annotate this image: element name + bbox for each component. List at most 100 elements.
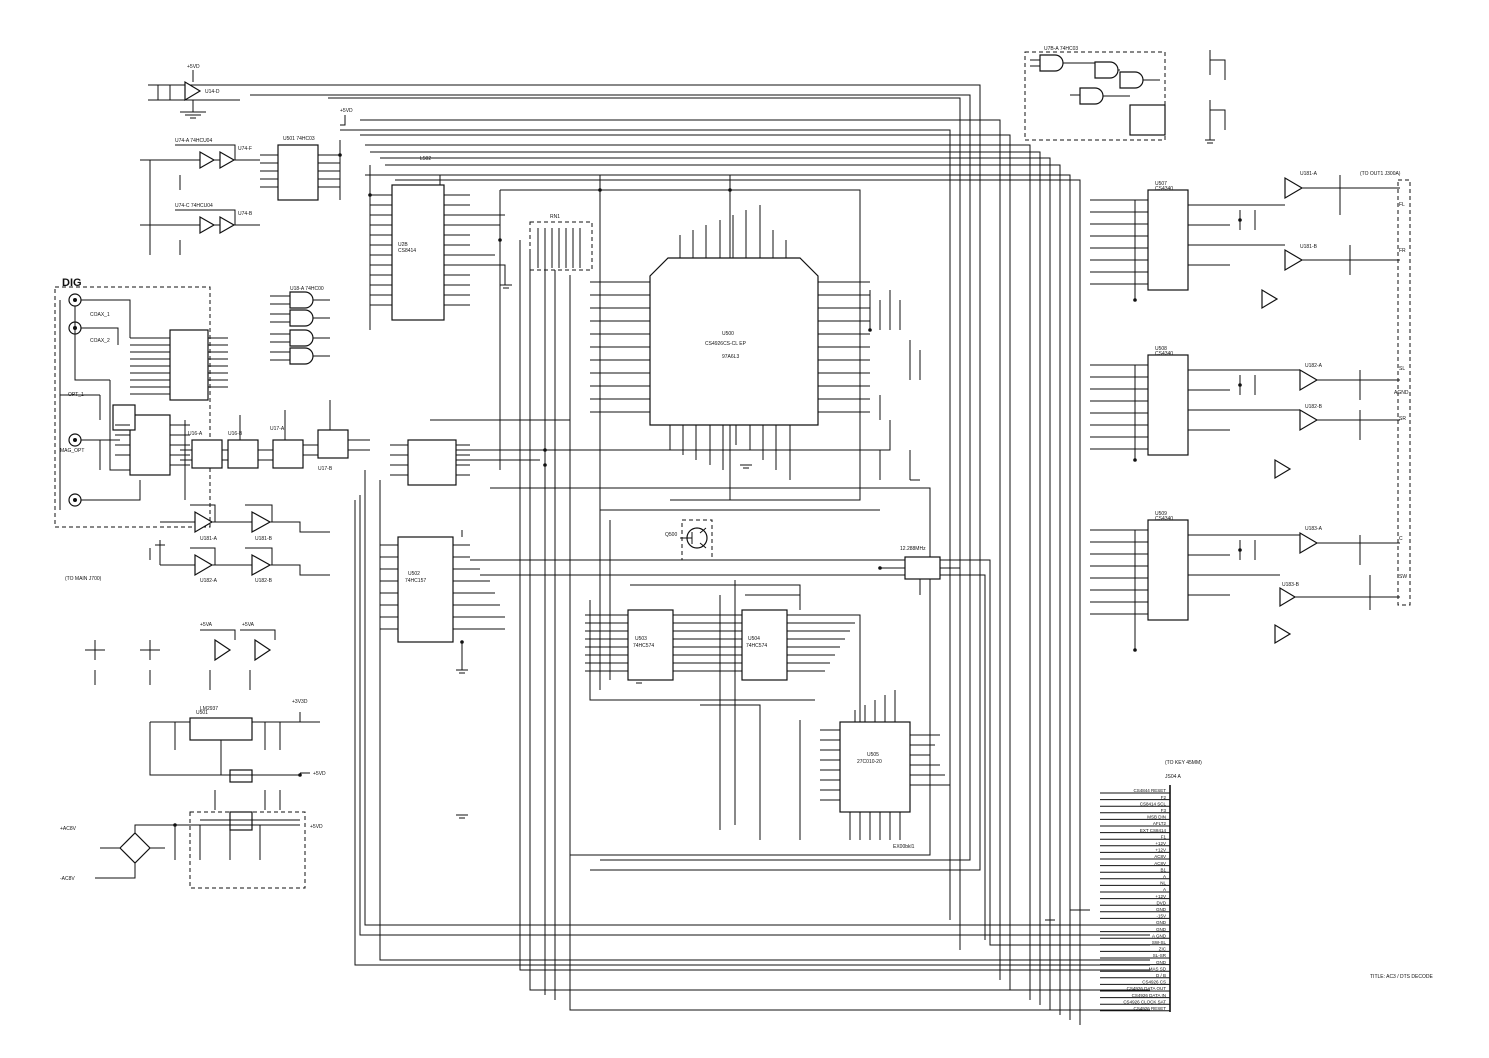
flipflop-label: U16-B [228,431,243,437]
connector-pin-label: MAS SD [1149,966,1167,971]
connector-pin-label: CS4926 CS [1142,980,1166,985]
dac-ref: U509 [1155,511,1167,517]
connector-pin-label: DVD [1156,900,1166,905]
connector-pin-label: CS4844 RESET [1133,788,1166,793]
power-label: +3V3D [292,699,308,705]
gate-label: U14-D [205,89,220,95]
cs8414-lower [407,439,457,486]
dac-u509: U509 CS4340 [1147,511,1189,621]
output-note: (TO OUT1 J300A) [1360,171,1401,177]
power-label: +5VA [242,622,255,628]
output-label: AGND [1394,390,1409,396]
main-dsp: U500 CS4926CS-CL EP 97A6L3 [649,257,819,426]
resistor-network [529,221,593,271]
output-opamps: U181-A U181-B U182-A U182-B U183-A U183-… [1261,171,1323,645]
latch-ref: U504 [748,636,760,642]
connector-pin-label: A [1163,874,1166,879]
dsp-sub: 97A6L3 [722,354,739,360]
title-block: TITLE: AC3 / DTS DECODE [1370,974,1433,980]
digital-input-section [54,286,211,528]
power-supply: U501 LM2937 +AC8V -AC8V +5VD +5VD +3V3D [60,699,326,889]
coax-input-jacks: COAX_1 COAX_2 OPT_1 MAG_OPT [60,293,110,507]
gate-label: U74-C 74HCU04 [175,203,213,209]
dac-part: CS4340 [1155,516,1173,522]
opamp-ref: U181-A [1300,171,1318,177]
connector-pin-label: F3 [1161,808,1167,813]
connector-pin-label: ZIC [1159,947,1167,952]
connector-pin-label: +12V [1155,841,1166,846]
opamp-ref: U182-B [1305,404,1323,410]
u501-label: U501 74HC03 [283,136,315,142]
gate-label: U74-F [238,146,252,152]
flipflop-label: U16-A [188,431,203,437]
output-label: SW [1399,574,1407,580]
power-label: +5VD [313,771,326,777]
power-label: -AC8V [60,876,75,882]
eprom-sub: EX00bkl1 [893,844,915,850]
transistor-ref: Q500 [665,532,677,538]
output-label: C [1399,536,1403,542]
power-label: +5VD [340,108,353,114]
eprom-ref: U505 [867,752,879,758]
dac-u507: U507 CS4340 [1147,181,1189,291]
u502-mux [397,536,454,643]
dac-part: CS4340 [1155,351,1173,357]
connector-pin-label: CS4926 CLOCK SAT [1123,999,1166,1004]
footer-note: (TO KEY 45MM) [1165,760,1202,766]
u502-part: U2B [398,242,408,248]
connector-pin-label: AFLT2 [1153,821,1167,826]
connector-pin-label: CS4926 DATA IN [1132,993,1166,998]
output-label: SL [1399,366,1405,372]
opamp-ref: U181-B [1300,244,1318,250]
gate-label: U18-A 74HC00 [290,286,324,292]
dac-ref: U507 [1155,181,1167,187]
connector-pin-label: GND [1156,920,1167,925]
connector-pin-label: SW-SL [1152,940,1167,945]
gate-label: U74-B [238,211,253,217]
latch-u504: U504 74HC574 [700,609,861,730]
opamp-label: U182-B [255,578,273,584]
dac-ref: U508 [1155,346,1167,352]
osc-part: 12.288MHz [900,546,926,552]
output-label: FR [1399,248,1406,254]
latch-u503: U503 74HC574 [585,609,700,681]
eprom-chip [839,721,911,813]
connector-pin-label: GND [1156,927,1167,932]
u502-part: CS8414 [398,248,416,254]
connector-pin-label: A [1163,887,1166,892]
gate-cluster-top-right: U7B-A 74HC03 [1024,46,1166,141]
connector-pin-label: GND [1156,907,1167,912]
small-regulators: +5VA +5VA [85,622,276,690]
connector-pin-label: -15V [1156,914,1166,919]
input-label: COAX_2 [90,338,110,344]
connector-name: JS04 A [1165,774,1182,780]
clock-oscillator-circuit: +5VD U14-D U74-A 74HCU04 U74-C 74HCU04 U… [140,64,260,255]
opamp-label: U182-A [200,578,218,584]
bus-harness [240,84,1150,1025]
connector-pin-label: B1 [1160,867,1166,872]
input-buffer-chip [129,414,171,476]
output-label: FL [1399,202,1405,208]
connector-pin-label: MSB DIN [1147,815,1166,820]
cs8414-connector-block [169,329,209,401]
connector-pin-label: AC8V [1154,854,1166,859]
connector-pin-label: SL-SR [1153,953,1167,958]
opamp-ref: U183-A [1305,526,1323,532]
latch-ref: U503 [635,636,647,642]
power-label: +5VD [310,824,323,830]
connector-pin-label: CS4926 RESET [1133,1006,1166,1011]
u501-chip [277,144,319,201]
dac-u508: U508 CS4340 [1147,346,1189,456]
dac-part: CS4340 [1155,186,1173,192]
power-label: +5VA [200,622,213,628]
opamp-label: U181-B [255,536,273,542]
regulator-part: LM2937 [200,706,218,712]
output-labels: FL FR SL SR C SW AGND [1394,202,1409,580]
output-connector [1397,179,1411,606]
connector-pin-label: CS8414 SCL [1140,801,1167,806]
connector-pin-label: D / B [1156,973,1166,978]
connector-pin-label: EXT CS8414 [1140,828,1167,833]
input-label: COAX_1 [90,312,110,318]
